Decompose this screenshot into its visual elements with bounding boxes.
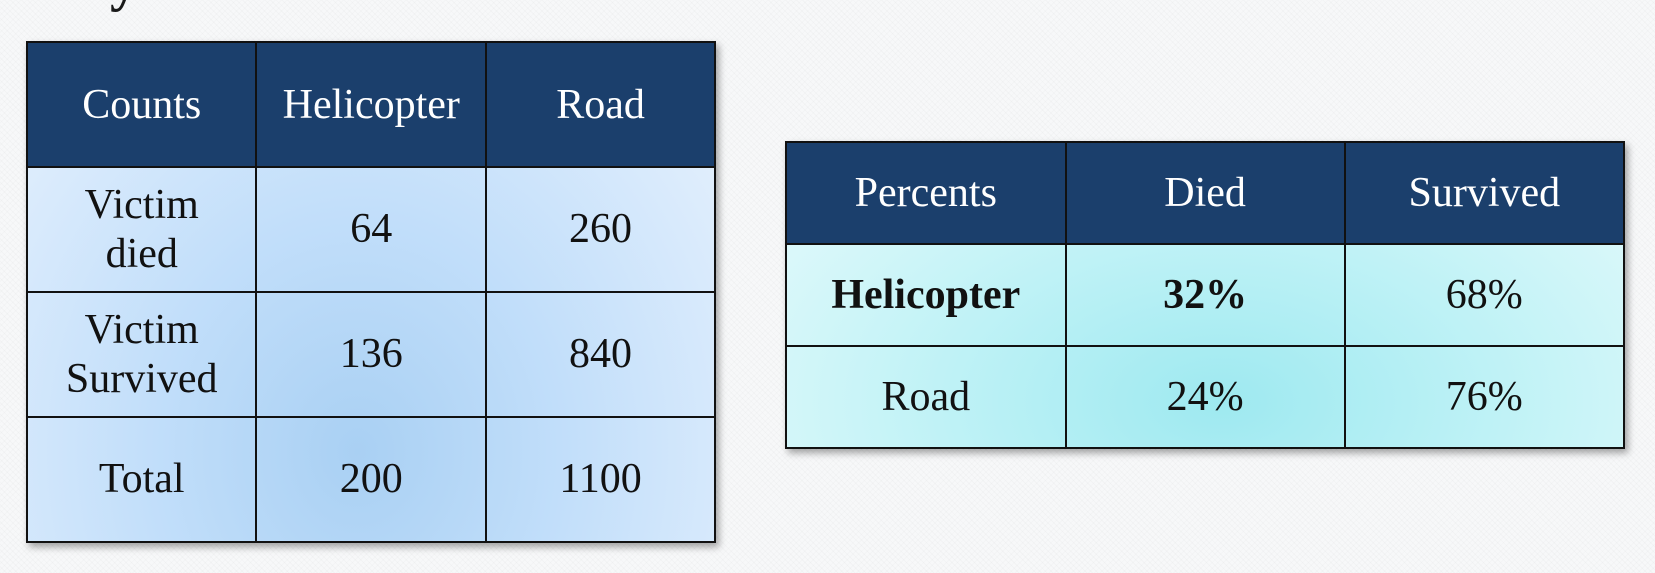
percents-header-cell: Percents (785, 141, 1067, 245)
percents-header-cell: Survived (1343, 141, 1626, 245)
row-label-line: Total (98, 456, 185, 503)
slide-title-fragment: y (110, 0, 138, 12)
table-cell: 32% (1064, 243, 1346, 347)
percents-table: Percents Died Survived Helicopter 32% 68… (785, 141, 1626, 449)
counts-table: Counts Helicopter Road Victim died 64 26… (25, 41, 716, 543)
table-cell: 76% (1343, 345, 1626, 449)
counts-header-cell: Counts (25, 41, 258, 168)
row-label-line: Victim (84, 307, 199, 354)
table-cell: 1100 (485, 416, 716, 543)
percents-header-row: Percents Died Survived (785, 141, 1626, 245)
counts-header-row: Counts Helicopter Road (25, 41, 716, 168)
table-row: Total 200 1100 (25, 416, 716, 543)
row-label-line: Victim (84, 182, 199, 229)
row-label-cell: Road (785, 345, 1067, 449)
table-cell: 136 (255, 291, 488, 418)
row-label-line: died (105, 230, 178, 277)
table-row: Victim died 64 260 (25, 166, 716, 293)
table-cell: 64 (255, 166, 488, 293)
row-label-cell: Victim died (25, 166, 258, 293)
table-row: Victim Survived 136 840 (25, 291, 716, 418)
counts-header-cell: Helicopter (255, 41, 488, 168)
table-cell: 200 (255, 416, 488, 543)
counts-header-cell: Road (485, 41, 716, 168)
table-row: Road 24% 76% (785, 345, 1626, 449)
row-label-cell: Victim Survived (25, 291, 258, 418)
table-cell: 840 (485, 291, 716, 418)
row-label-cell: Total (25, 416, 258, 543)
row-label-cell: Helicopter (785, 243, 1067, 347)
table-cell: 24% (1064, 345, 1346, 449)
table-row: Helicopter 32% 68% (785, 243, 1626, 347)
percents-header-cell: Died (1064, 141, 1346, 245)
row-label-line: Survived (65, 355, 218, 402)
table-cell: 260 (485, 166, 716, 293)
table-cell: 68% (1343, 243, 1626, 347)
